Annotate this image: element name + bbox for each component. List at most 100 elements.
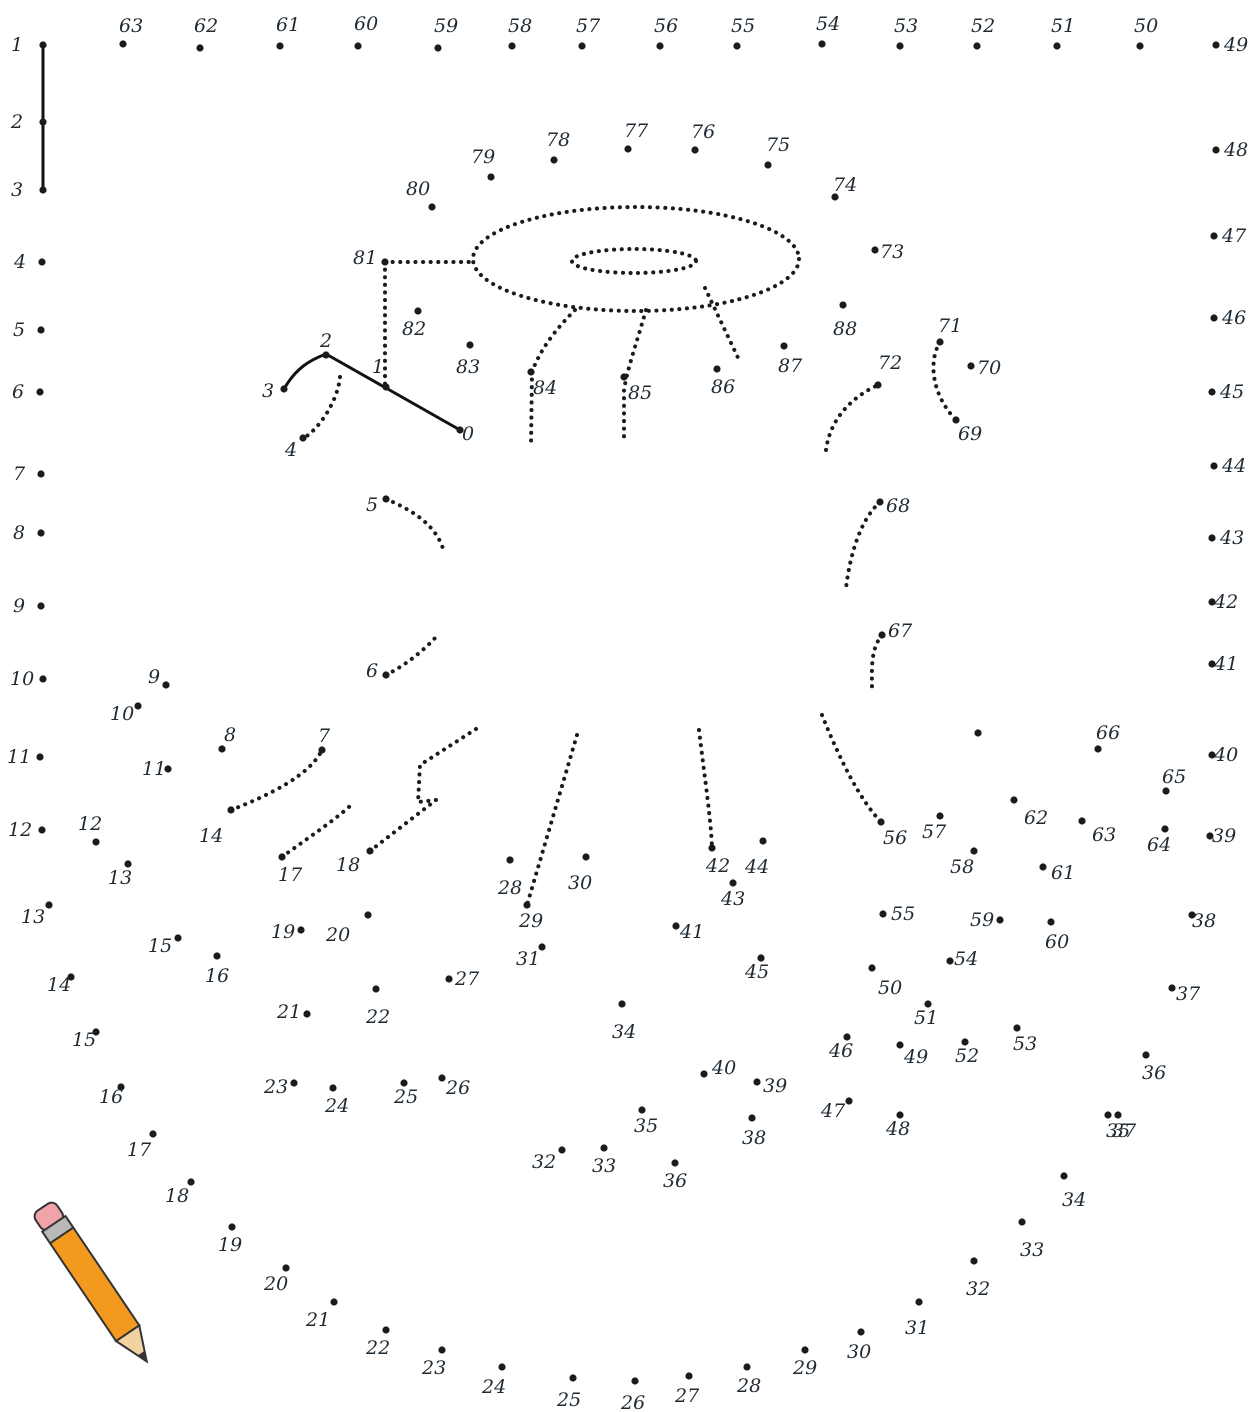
border-bottom-dot[interactable] bbox=[1188, 911, 1196, 919]
body-dot[interactable] bbox=[213, 952, 221, 960]
lid-dot[interactable] bbox=[382, 495, 390, 503]
lid-dot[interactable] bbox=[871, 246, 879, 254]
body-dot[interactable] bbox=[1162, 787, 1170, 795]
border-bottom-dot[interactable] bbox=[330, 1298, 338, 1306]
border-bottom-dot[interactable] bbox=[915, 1298, 923, 1306]
border-left-dot[interactable] bbox=[39, 41, 47, 49]
lid-dot[interactable] bbox=[878, 631, 886, 639]
border-top-dot[interactable] bbox=[973, 42, 981, 50]
body-dot[interactable] bbox=[879, 910, 887, 918]
body-dot[interactable] bbox=[445, 975, 453, 983]
border-left-dot[interactable] bbox=[39, 675, 47, 683]
border-bottom-dot[interactable] bbox=[1104, 1111, 1112, 1119]
lid-dot[interactable] bbox=[550, 156, 558, 164]
body-dot[interactable] bbox=[748, 1114, 756, 1122]
body-dot[interactable] bbox=[218, 745, 226, 753]
body-dot[interactable] bbox=[946, 957, 954, 965]
body-dot[interactable] bbox=[372, 985, 380, 993]
body-dot[interactable] bbox=[278, 853, 286, 861]
lid-dot[interactable] bbox=[876, 498, 884, 506]
body-dot[interactable] bbox=[672, 922, 680, 930]
body-dot[interactable] bbox=[134, 702, 142, 710]
body-dot[interactable] bbox=[438, 1074, 446, 1082]
lid-dot[interactable] bbox=[382, 671, 390, 679]
body-dot[interactable] bbox=[638, 1106, 646, 1114]
border-bottom-dot[interactable] bbox=[631, 1377, 639, 1385]
lid-dot[interactable] bbox=[713, 365, 721, 373]
border-bottom-dot[interactable] bbox=[149, 1130, 157, 1138]
border-top-dot[interactable] bbox=[656, 42, 664, 50]
body-dot[interactable] bbox=[896, 1041, 904, 1049]
lid-dot[interactable] bbox=[527, 368, 535, 376]
body-dot[interactable] bbox=[303, 1010, 311, 1018]
border-left-dot[interactable] bbox=[38, 826, 46, 834]
border-left-dot[interactable] bbox=[36, 753, 44, 761]
border-left-dot[interactable] bbox=[37, 470, 45, 478]
border-top-dot[interactable] bbox=[1136, 42, 1144, 50]
body-dot[interactable] bbox=[700, 1070, 708, 1078]
border-top-dot[interactable] bbox=[896, 42, 904, 50]
body-dot[interactable] bbox=[759, 837, 767, 845]
body-dot[interactable] bbox=[162, 681, 170, 689]
border-right-dot[interactable] bbox=[1212, 146, 1220, 154]
border-top-dot[interactable] bbox=[119, 40, 127, 48]
border-top-dot[interactable] bbox=[508, 42, 516, 50]
border-bottom-dot[interactable] bbox=[117, 1083, 125, 1091]
body-dot[interactable] bbox=[753, 1078, 761, 1086]
body-dot[interactable] bbox=[729, 879, 737, 887]
body-dot[interactable] bbox=[364, 911, 372, 919]
border-right-dot[interactable] bbox=[1208, 598, 1216, 606]
border-bottom-dot[interactable] bbox=[228, 1223, 236, 1231]
body-dot[interactable] bbox=[174, 934, 182, 942]
border-bottom-dot[interactable] bbox=[857, 1328, 865, 1336]
border-bottom-dot[interactable] bbox=[970, 1257, 978, 1265]
body-dot[interactable] bbox=[318, 746, 326, 754]
body-dot[interactable] bbox=[124, 860, 132, 868]
border-right-dot[interactable] bbox=[1208, 388, 1216, 396]
lid-dot[interactable] bbox=[620, 373, 628, 381]
body-dot[interactable] bbox=[366, 847, 374, 855]
body-dot[interactable] bbox=[1010, 796, 1018, 804]
border-bottom-dot[interactable] bbox=[45, 901, 53, 909]
body-dot[interactable] bbox=[868, 964, 876, 972]
body-dot[interactable] bbox=[671, 1159, 679, 1167]
border-top-dot[interactable] bbox=[733, 42, 741, 50]
body-dot[interactable] bbox=[1161, 825, 1169, 833]
body-dot[interactable] bbox=[227, 806, 235, 814]
border-bottom-dot[interactable] bbox=[1142, 1051, 1150, 1059]
body-dot[interactable] bbox=[845, 1097, 853, 1105]
body-dot[interactable] bbox=[92, 838, 100, 846]
body-dot[interactable] bbox=[523, 901, 531, 909]
border-bottom-dot[interactable] bbox=[685, 1372, 693, 1380]
border-bottom-dot[interactable] bbox=[743, 1363, 751, 1371]
border-left-dot[interactable] bbox=[37, 326, 45, 334]
border-right-dot[interactable] bbox=[1212, 41, 1220, 49]
border-top-dot[interactable] bbox=[1053, 42, 1061, 50]
border-bottom-dot[interactable] bbox=[569, 1374, 577, 1382]
body-dot[interactable] bbox=[538, 943, 546, 951]
border-bottom-dot[interactable] bbox=[1168, 984, 1176, 992]
border-left-dot[interactable] bbox=[37, 529, 45, 537]
lid-dot[interactable] bbox=[839, 301, 847, 309]
body-dot[interactable] bbox=[582, 853, 590, 861]
lid-dot[interactable] bbox=[967, 362, 975, 370]
lid-dot[interactable] bbox=[624, 145, 632, 153]
lid-dot[interactable] bbox=[299, 434, 307, 442]
border-right-dot[interactable] bbox=[1210, 462, 1218, 470]
border-bottom-dot[interactable] bbox=[92, 1028, 100, 1036]
body-dot[interactable] bbox=[996, 916, 1004, 924]
lid-dot[interactable] bbox=[831, 193, 839, 201]
border-top-dot[interactable] bbox=[578, 42, 586, 50]
border-right-dot[interactable] bbox=[1206, 832, 1214, 840]
body-dot[interactable] bbox=[961, 1038, 969, 1046]
body-dot[interactable] bbox=[708, 844, 716, 852]
body-dot[interactable] bbox=[936, 812, 944, 820]
lid-dot[interactable] bbox=[764, 161, 772, 169]
border-bottom-dot[interactable] bbox=[282, 1264, 290, 1272]
border-bottom-dot[interactable] bbox=[1060, 1172, 1068, 1180]
lid-dot[interactable] bbox=[381, 258, 389, 266]
body-dot[interactable] bbox=[600, 1144, 608, 1152]
body-dot[interactable] bbox=[1047, 918, 1055, 926]
body-dot[interactable] bbox=[506, 856, 514, 864]
border-bottom-dot[interactable] bbox=[438, 1346, 446, 1354]
